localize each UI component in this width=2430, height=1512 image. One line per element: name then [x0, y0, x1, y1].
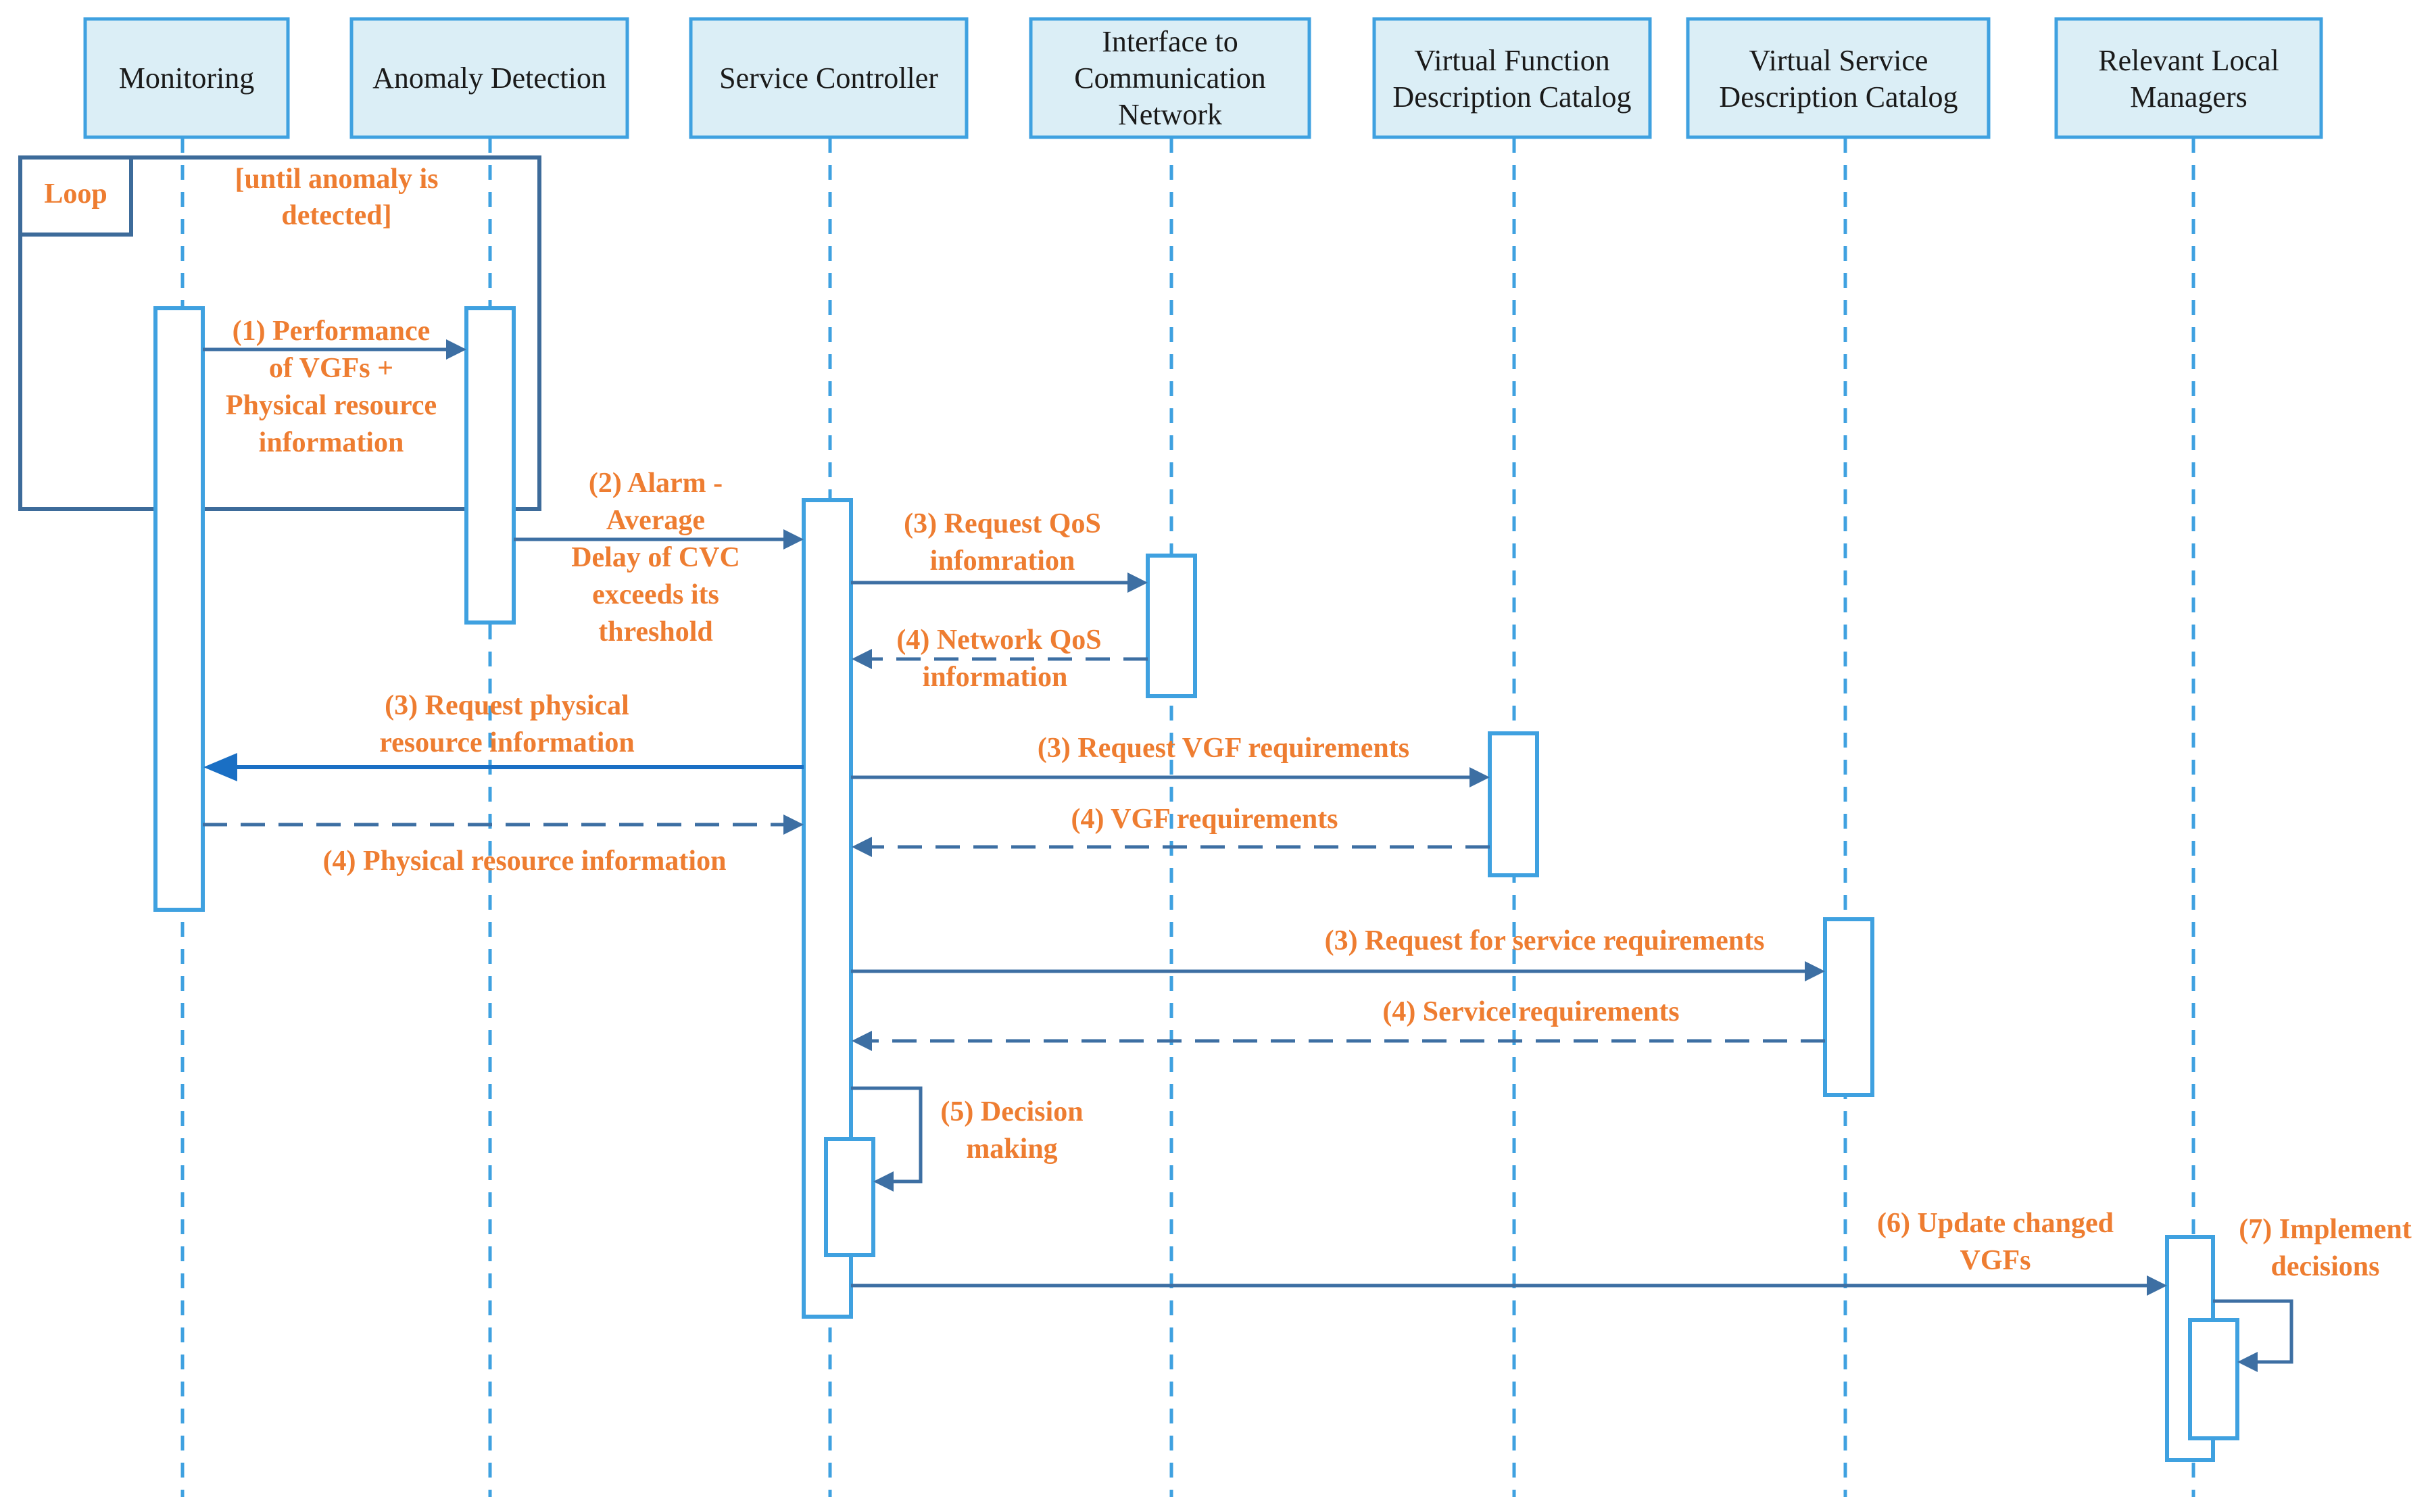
participant-interface-label-line1: Interface to: [1102, 25, 1238, 58]
message-7-line1: (7) Implement: [2239, 1214, 2411, 1245]
message-4-qos-line2: information: [923, 662, 1068, 693]
participant-rlm-label-line2: Managers: [2130, 80, 2247, 114]
participant-interface-label-line3: Network: [1118, 98, 1222, 131]
message-3-request-service: (3) Request for service requirements: [851, 925, 1825, 981]
message-3-physical-line2: resource information: [379, 727, 635, 758]
participants: Monitoring Anomaly Detection Service Con…: [83, 17, 2323, 139]
message-3-physical-line1: (3) Request physical: [385, 690, 629, 721]
activation-service-controller-nested: [824, 1137, 875, 1257]
participant-vsdc-label-line2: Description Catalog: [1719, 80, 1958, 114]
loop-condition-line1: [until anomaly is: [235, 164, 438, 195]
participant-vs-description-catalog: Virtual Service Description Catalog: [1686, 17, 1991, 139]
message-7-line2: decisions: [2270, 1251, 2379, 1282]
message-4-physical: (4) Physical resource information: [203, 814, 804, 877]
message-2-line2: Average: [606, 505, 705, 536]
message-3-service-label: (3) Request for service requirements: [1325, 925, 1765, 956]
participant-service-controller-label: Service Controller: [719, 62, 938, 95]
activation-interface-comm-network: [1146, 554, 1197, 698]
message-2-line4: exceeds its: [592, 579, 719, 610]
message-2-line3: Delay of CVC: [571, 542, 740, 573]
message-2-line1: (2) Alarm -: [589, 468, 723, 499]
participant-relevant-local-managers: Relevant Local Managers: [2054, 17, 2323, 139]
message-1-line3: Physical resource: [226, 390, 437, 421]
message-2-alarm: (2) Alarm - Average Delay of CVC exceeds…: [514, 468, 804, 648]
messages: (1) Performance of VGFs + Physical resou…: [203, 316, 2412, 1372]
participant-rlm-label-line1: Relevant Local: [2098, 44, 2279, 77]
participant-service-controller: Service Controller: [689, 17, 969, 139]
loop-tag-label: Loop: [44, 178, 107, 210]
activation-relevant-local-managers-nested: [2188, 1318, 2239, 1440]
message-3-request-physical: (3) Request physical resource informatio…: [203, 690, 804, 781]
participant-monitoring-label: Monitoring: [119, 62, 254, 95]
activation-vs-description-catalog: [1823, 917, 1874, 1097]
participant-anomaly-detection: Anomaly Detection: [349, 17, 629, 139]
message-4-physical-label: (4) Physical resource information: [323, 846, 727, 877]
message-4-vgf: (4) VGF requirements: [852, 804, 1490, 857]
message-4-qos-line1: (4) Network QoS: [896, 625, 1101, 656]
message-3-request-qos: (3) Request QoS infomration: [851, 508, 1148, 593]
message-3-qos-line1: (3) Request QoS: [904, 508, 1101, 539]
participant-vf-description-catalog: Virtual Function Description Catalog: [1372, 17, 1652, 139]
message-4-service-label: (4) Service requirements: [1382, 996, 1679, 1027]
message-5-line1: (5) Decision: [940, 1096, 1083, 1127]
activation-anomaly-detection: [464, 306, 516, 625]
message-6-line2: VGFs: [1960, 1245, 2031, 1276]
activation-vf-description-catalog: [1488, 731, 1539, 877]
loop-frame: Loop [until anomaly is detected]: [18, 155, 541, 511]
message-6-update: (6) Update changed VGFs: [851, 1208, 2167, 1296]
message-6-line1: (6) Update changed: [1877, 1208, 2114, 1239]
activations: [153, 306, 2239, 1462]
participant-monitoring: Monitoring: [83, 17, 290, 139]
message-1-line4: information: [259, 427, 404, 458]
message-4-network-qos: (4) Network QoS information: [852, 625, 1148, 693]
loop-condition-line2: detected]: [281, 200, 391, 231]
participant-vfdc-label-line2: Description Catalog: [1392, 80, 1631, 114]
message-1-line2: of VGFs +: [269, 353, 393, 384]
message-5-line2: making: [966, 1133, 1057, 1165]
message-3-request-vgf: (3) Request VGF requirements: [851, 733, 1490, 787]
message-3-qos-line2: infomration: [930, 545, 1075, 577]
participant-anomaly-detection-label: Anomaly Detection: [372, 62, 606, 95]
participant-interface-comm-network: Interface to Communication Network: [1029, 17, 1311, 139]
message-7-implement: (7) Implement decisions: [2213, 1214, 2412, 1372]
participant-vfdc-label-line1: Virtual Function: [1414, 44, 1609, 77]
message-4-service: (4) Service requirements: [852, 996, 1825, 1051]
message-1-performance: (1) Performance of VGFs + Physical resou…: [203, 316, 466, 458]
message-4-vgf-label: (4) VGF requirements: [1071, 804, 1338, 835]
message-2-line5: threshold: [598, 616, 713, 648]
participant-vsdc-label-line1: Virtual Service: [1749, 44, 1928, 77]
message-1-line1: (1) Performance: [233, 316, 431, 347]
message-5-decision: (5) Decision making: [851, 1086, 1084, 1192]
participant-interface-label-line2: Communication: [1074, 62, 1266, 95]
message-3-vgf-label: (3) Request VGF requirements: [1038, 733, 1409, 764]
activation-monitoring: [153, 306, 205, 912]
